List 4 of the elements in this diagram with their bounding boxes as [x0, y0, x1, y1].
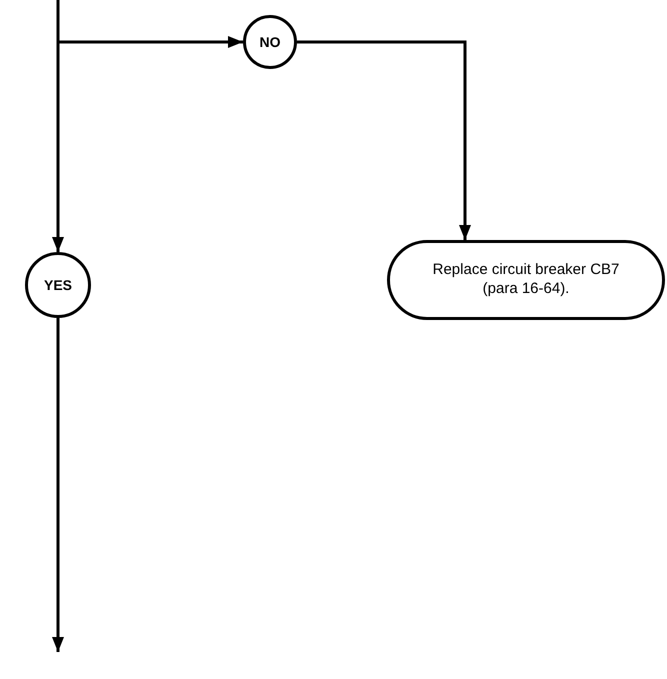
arrow — [297, 40, 471, 240]
arrow — [52, 0, 64, 252]
arrow — [52, 318, 64, 652]
action-box: Replace circuit breaker CB7 (para 16-64). — [387, 240, 665, 320]
